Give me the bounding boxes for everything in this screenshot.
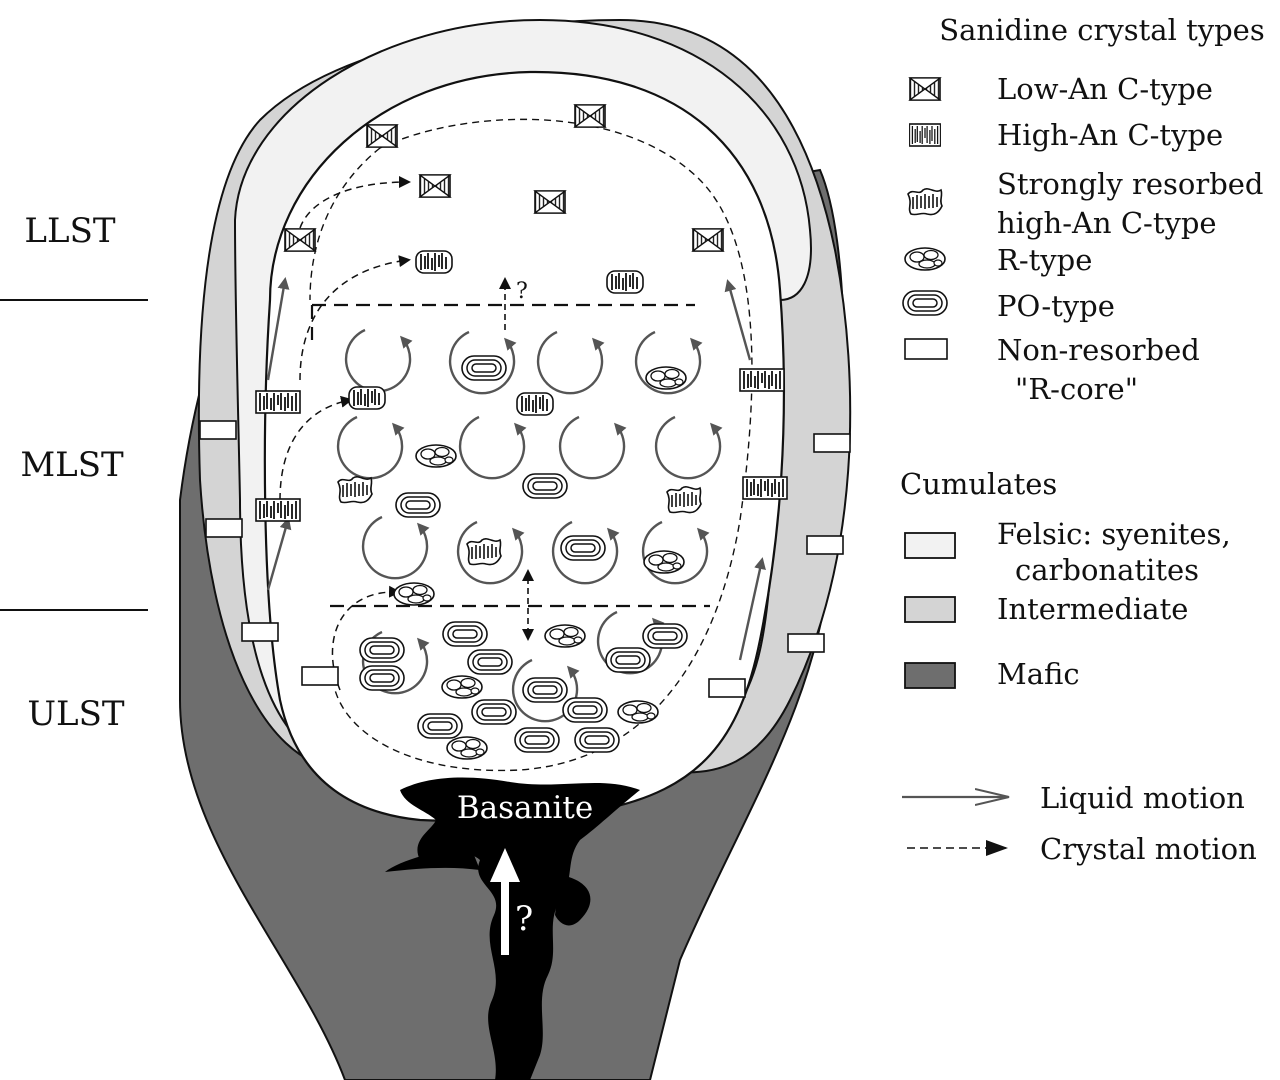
legend-r-type: R-type — [997, 243, 1092, 277]
legend-intermediate-swatch — [904, 596, 956, 623]
legend-resorbed-1: Strongly resorbed — [997, 167, 1263, 201]
zone-label-ulst: ULST — [27, 694, 125, 734]
legend-cumulates-title: Cumulates — [900, 467, 1057, 501]
legend-non-resorbed-1: Non-resorbed — [997, 333, 1200, 367]
legend-mafic-swatch — [904, 662, 956, 689]
legend-high-an: High-An C-type — [997, 118, 1223, 152]
zone-label-llst: LLST — [24, 211, 115, 251]
legend: Sanidine crystal types Low-An C-type Hig… — [900, 13, 1265, 866]
legend-resorbed-2: high-An C-type — [997, 206, 1217, 240]
ascent-question: ? — [515, 899, 533, 939]
legend-mafic: Mafic — [997, 657, 1080, 691]
low-an-crystal — [366, 124, 398, 148]
basanite-dike — [400, 777, 640, 1080]
zone-label-mlst: MLST — [20, 445, 124, 485]
legend-po-type: PO-type — [997, 289, 1115, 323]
legend-crystal-title: Sanidine crystal types — [939, 13, 1264, 47]
legend-liquid-motion: Liquid motion — [1040, 781, 1245, 815]
ascent-arrow-icon — [490, 848, 520, 882]
legend-low-an: Low-An C-type — [997, 72, 1213, 106]
legend-felsic-2: carbonatites — [1015, 553, 1199, 587]
legend-felsic-swatch — [904, 532, 956, 559]
uncertain-transfer-question: ? — [516, 279, 528, 304]
basanite-label: Basanite — [457, 790, 593, 826]
legend-crystal-motion: Crystal motion — [1040, 832, 1257, 866]
legend-felsic-1: Felsic: syenites, — [997, 517, 1231, 551]
legend-non-resorbed-2: "R-core" — [1015, 372, 1138, 406]
legend-intermediate: Intermediate — [997, 592, 1188, 626]
